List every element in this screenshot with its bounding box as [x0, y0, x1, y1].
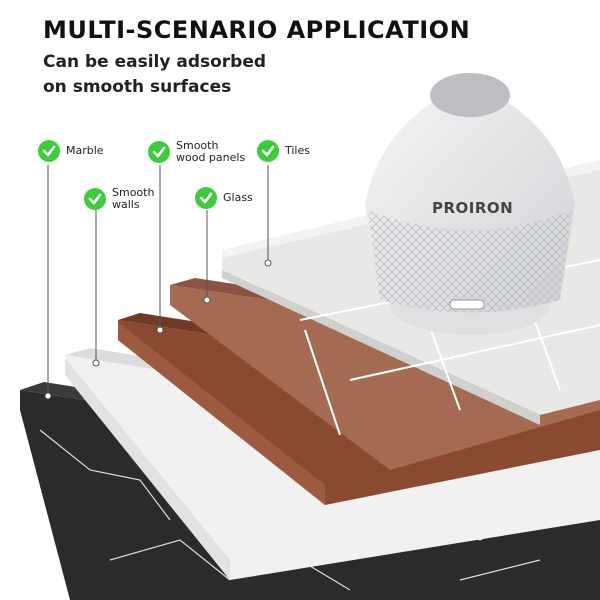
label-tiles: Tiles — [257, 140, 310, 162]
label-glass-text: Glass — [223, 191, 253, 204]
label-marble: Marble — [38, 140, 104, 162]
leader-lines — [44, 165, 272, 400]
label-wood-panels: Smooth wood panels — [148, 140, 245, 164]
label-tiles-text: Tiles — [285, 144, 310, 157]
label-smooth-walls: Smooth walls — [84, 187, 154, 211]
brand-logo: PROIRON — [432, 199, 514, 217]
page-subtitle: Can be easily adsorbed on smooth surface… — [43, 50, 266, 100]
label-wood-panels-text: Smooth wood panels — [176, 139, 246, 164]
check-icon — [257, 140, 279, 162]
label-marble-text: Marble — [66, 144, 104, 157]
check-icon — [84, 188, 106, 210]
subtitle-line-2: on smooth surfaces — [43, 77, 232, 97]
check-icon — [195, 187, 217, 209]
label-smooth-walls-text: Smooth walls — [112, 186, 155, 211]
page-title: MULTI-SCENARIO APPLICATION — [43, 16, 471, 44]
label-glass: Glass — [195, 187, 253, 209]
check-icon — [148, 141, 170, 163]
device-illustration — [365, 73, 575, 335]
check-icon — [38, 140, 60, 162]
subtitle-line-1: Can be easily adsorbed — [43, 52, 267, 72]
